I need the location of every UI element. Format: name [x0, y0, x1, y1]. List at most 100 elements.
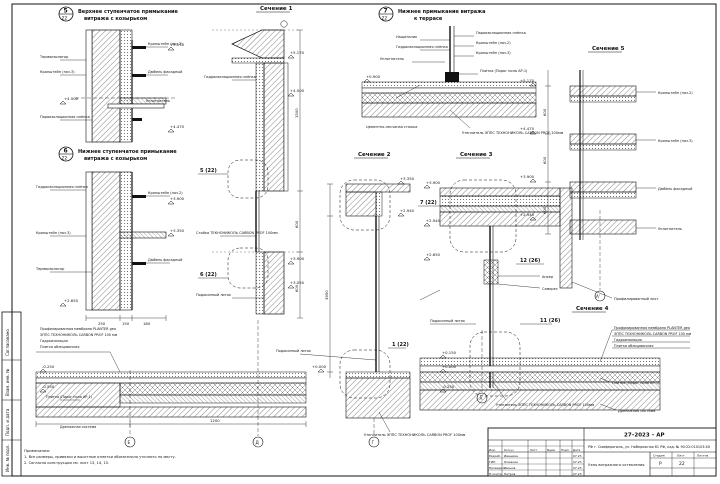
s5-dim-2: 600 [542, 156, 547, 164]
detail-5-title-1: Верхнее ступенчатое примыкание [78, 9, 179, 15]
s4-label-tile: Плитка (Пирог пола АР-1) [612, 381, 660, 385]
note-2: 2. Согласно конструкции см. лист 13, 14,… [24, 461, 109, 465]
d5-label-sealant: Уплотнитель [146, 99, 170, 103]
left-terrace-label-tile: Плитка (Пирог пола АР-1) [46, 395, 93, 399]
stamp-sheet-header: Лист [677, 454, 685, 458]
callout-11-26: 11 (26) [540, 318, 560, 324]
s2-label-xps: Утеплитель ЭППС ТЕХНОНИКОЛЬ CARBON PROF … [364, 433, 466, 437]
strip-sign-date: Подп. и дата [5, 408, 10, 436]
s4-legend-3: Гидроизоляция [614, 338, 642, 342]
detail-6-title-2: витража с козырьком [84, 156, 147, 162]
detail-6-sheet: 22 [62, 156, 68, 162]
stamp-col-2: Кол.уч [504, 448, 514, 452]
s5-dim-3: 600 [542, 206, 547, 214]
notes: Примечания: 1. Все размеры, привязки и в… [24, 448, 176, 465]
left-terrace-dim: 1200 [210, 418, 220, 423]
s1-level-3: +3.900 [290, 256, 305, 261]
stamp-date-2: 07.23 [573, 460, 582, 464]
d5-label-bracket-2: Кронштейн (поз.3) [40, 70, 75, 74]
d5-level-3: +4.470 [170, 124, 185, 129]
s4-level-1: +0.150 [442, 350, 457, 355]
section-5-title: Сечение 5 [592, 46, 625, 52]
s1-label-stand: Стойка ТЕКНОНИКОЛЬ CARBON PROF 100мм [196, 231, 278, 235]
detail-5-sheet: 22 [62, 16, 68, 22]
d7-label-tile: Плитка (Пирог пола АР-1) [480, 69, 528, 73]
section-4: Сечение 4 11 (26) А Профилированная мемб… [419, 306, 692, 413]
axis-ye: Е [128, 440, 131, 445]
stamp-role-1: Разраб. [489, 454, 501, 458]
stamp-role-2: ГИП [489, 460, 495, 464]
section-2-title: Сечение 2 [358, 152, 391, 158]
d5-level-2: +5.170 [170, 42, 185, 47]
s1-dim-1: 1500 [294, 108, 299, 118]
stamp-stage-header: Стадия [653, 454, 665, 458]
stamp-col-5: Подп. [561, 448, 570, 452]
title-block: 27–2023 – АР РФ г. Симферополь, ул. Набе… [487, 427, 717, 477]
s1-level-4: +3.050 [290, 280, 305, 285]
axis-a: А [480, 396, 483, 401]
axis-d: Д [256, 440, 260, 445]
left-terrace-level-1: -0.250 [42, 364, 55, 369]
s5-level-1: +5.170 [520, 78, 535, 83]
d6-dim-3: 180 [143, 321, 151, 326]
notes-heading: Примечания: [24, 448, 50, 453]
stamp-date-1: 07.23 [573, 454, 582, 458]
left-terrace-level-2: -0.550 [42, 384, 55, 389]
strip-replace-inv: Взам. инв. № [5, 369, 10, 396]
detail-7-title-2: к террасе [414, 16, 443, 22]
stamp-name-2: Ломакин [504, 460, 518, 464]
stamp-col-4: №док [547, 448, 556, 452]
detail-5: 5 22 Верхнее ступенчатое примыкание витр… [39, 6, 185, 143]
strip-agreed: Согласовано [5, 329, 10, 356]
s1-level-2: +4.500 [290, 88, 305, 93]
stamp-col-1: Изм. [489, 448, 496, 452]
left-terrace-label-drain: Дренажная система [60, 425, 96, 429]
s2-level-1: +3.350 [400, 176, 415, 181]
s5-label-1: Кронштейн (поз.2) [658, 91, 693, 95]
stamp-role-3: Проверил [489, 466, 504, 470]
d7-label-screed: Цементно-песчаная стяжка [366, 125, 417, 129]
s5-level-2: +4.470 [520, 126, 535, 131]
d7-label-bracket-2: Кронштейн (поз.3) [476, 51, 511, 55]
s3-label-profile: Профилированный лист [614, 297, 659, 301]
section-4-title: Сечение 4 [576, 306, 609, 312]
callout-12-26: 12 (26) [520, 258, 540, 264]
d6-level-3: +2.650 [64, 298, 79, 303]
d5-label-dowel: Дюбель фасадный [148, 70, 182, 74]
axis-a-prime: А' [596, 294, 600, 299]
s2-label-tray: Подоконный лоток [276, 349, 311, 353]
d6-label-bracket-2: Кронштейн (поз.3) [36, 231, 71, 235]
stamp-stage: Р [659, 461, 662, 467]
stamp-sheets-header: Листов [697, 454, 708, 458]
d5-label-thermo: Термоизолятор [39, 55, 69, 59]
s3-level-2: +2.940 [426, 218, 441, 223]
s1-label-hydro: Гидроизоляционная плёнка [204, 75, 256, 79]
callout-1-22: 1 (22) [392, 342, 409, 348]
stamp-address: РФ г. Симферополь, ул. Набережная 61 РФ,… [588, 445, 711, 449]
s4-label-tray: Подоконный лоток [430, 319, 465, 323]
s4-legend-2: ЭППС ТЕХНОНИКОЛЬ CARBON PROF 100 мм [614, 332, 692, 336]
s3-label-anchor: Анкер [542, 275, 554, 279]
section-3-title: Сечение 3 [460, 152, 493, 158]
d6-level-1: +3.900 [170, 196, 185, 201]
left-binding-strip: Согласовано Взам. инв. № Подп. и дата Ин… [1, 311, 22, 477]
detail-6: 6 22 Нижнее ступенчатое примыкание витра… [35, 146, 185, 326]
s4-legend-4: Плитка облицовочная [614, 344, 653, 348]
d7-label-xps: Утеплитель ЭППС ТЕХНОНИКОЛЬ CARBON PROF … [462, 131, 564, 135]
callout-7-22: 7 (22) [420, 200, 437, 206]
section-3: Сечение 3 А' 12 (26) 7 (22) Анкер Саморе… [418, 152, 659, 340]
stamp-name-1: Ивашкин [504, 454, 518, 458]
s4-label-xps: Утеплитель ЭППС ТЕХНОНИКОЛЬ CARBON PROF … [496, 403, 595, 407]
detail-5-title-2: витража с козырьком [84, 16, 147, 22]
left-legend-3: Гидроизоляция [40, 339, 68, 343]
stamp-role-4: Н.контр. [489, 472, 502, 476]
d6-label-hydro: Гидроизоляционная плёнка [36, 185, 88, 189]
d6-dim-1: 250 [98, 321, 106, 326]
callout-6-22: 6 (22) [200, 272, 217, 278]
left-legend-4: Плитка облицовочная [40, 345, 79, 349]
d6-label-thermo: Термоизолятор [35, 267, 65, 271]
d7-label-bracket: Кронштейн (поз.2) [476, 41, 511, 45]
sheet-frame [11, 3, 717, 477]
stamp-date-3: 07.23 [573, 466, 582, 470]
